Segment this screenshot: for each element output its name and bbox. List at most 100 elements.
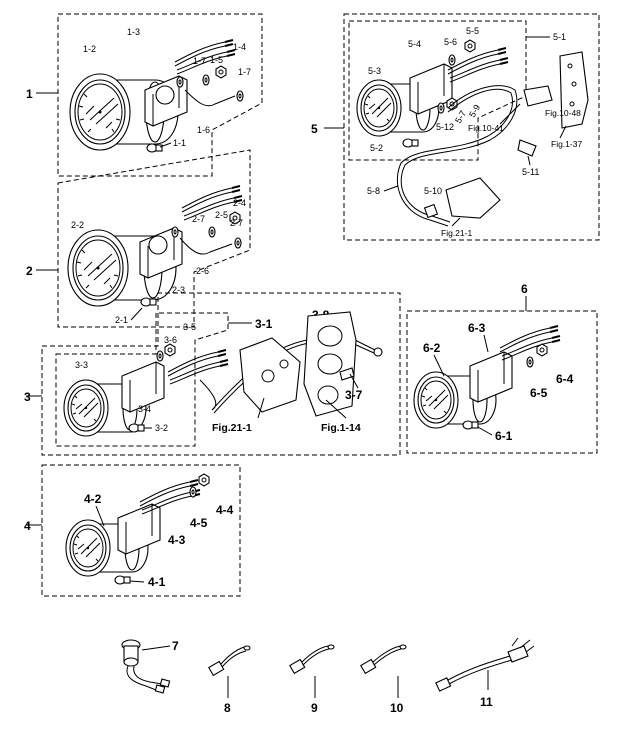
connector-part-9 — [289, 644, 335, 675]
lower-case-outline — [239, 337, 301, 413]
group-4-callout: 4 — [24, 519, 31, 533]
label-1-2: 1-2 — [83, 44, 96, 54]
harness-part-11 — [435, 637, 535, 692]
bulb-4-1 — [114, 575, 131, 585]
label-3-6: 3-6 — [164, 335, 177, 345]
nut-5-5 — [464, 39, 476, 53]
label-10: 10 — [390, 701, 404, 715]
bulb-3-2 — [128, 423, 145, 433]
label-9: 9 — [311, 701, 318, 715]
label-7: 7 — [172, 639, 179, 653]
label-5-7: 5-7 — [453, 109, 468, 125]
bulb-1-1 — [146, 143, 163, 153]
label-1-3: 1-3 — [127, 27, 140, 37]
label-6-2: 6-2 — [423, 341, 441, 355]
switch-part-7 — [121, 639, 171, 694]
label-3-7: 3-7 — [345, 388, 363, 402]
label-4-5: 4-5 — [190, 516, 208, 530]
label-11: 11 — [480, 695, 493, 709]
label-2-7a: 2-7 — [192, 214, 205, 224]
washer-1-7a — [176, 76, 184, 88]
label-3-1: 3-1 — [255, 317, 273, 331]
group-1-callout: 1 — [26, 87, 33, 101]
washer-2-7a — [171, 226, 179, 238]
connector-part-10 — [360, 644, 407, 675]
label-3-4: 3-4 — [138, 404, 151, 414]
label-1-1: 1-1 — [173, 138, 186, 148]
label-4-2: 4-2 — [84, 492, 102, 506]
ref-fig-21-1-b: Fig.21-1 — [441, 228, 472, 238]
label-5-5: 5-5 — [466, 26, 479, 36]
label-5-4: 5-4 — [408, 39, 421, 49]
bulb-5-2 — [402, 138, 419, 148]
group-3-outline — [41, 292, 401, 456]
label-2-1: 2-1 — [115, 315, 128, 325]
ref-fig-10-48: Fig.10-48 — [545, 108, 581, 118]
nut-1-4 — [215, 65, 227, 79]
label-1-7b: 1-7 — [238, 67, 251, 77]
washer-1-5 — [202, 74, 210, 86]
washer-2-7b — [234, 237, 242, 249]
label-2-3: 2-3 — [172, 285, 185, 295]
label-1-7a: 1-7 — [193, 56, 206, 66]
connector-part-8 — [208, 645, 251, 677]
label-2-6: 2-6 — [196, 266, 209, 276]
label-2-4: 2-4 — [233, 198, 246, 208]
label-6-3: 6-3 — [468, 321, 486, 335]
label-2-5: 2-5 — [215, 210, 228, 220]
label-5-2: 5-2 — [370, 143, 383, 153]
group-6-callout: 6 — [521, 282, 528, 296]
label-8: 8 — [224, 701, 231, 715]
ref-fig-21-1-a: Fig.21-1 — [212, 422, 252, 434]
bulb-2-1 — [140, 297, 157, 307]
label-4-4: 4-4 — [216, 503, 234, 517]
label-6-1: 6-1 — [495, 429, 513, 443]
group-5-inner-outline — [348, 20, 527, 161]
group-5-outline — [343, 13, 600, 241]
washer-2-5 — [208, 226, 216, 238]
group-5-callout: 5 — [311, 122, 318, 136]
ref-fig-1-37: Fig.1-37 — [551, 139, 582, 149]
label-2-7b: 2-7 — [230, 218, 243, 228]
label-1-5: 1-5 — [210, 55, 223, 65]
ref-fig-10-41: Fig.10-41 — [468, 123, 504, 133]
group-2-outline — [57, 149, 251, 328]
group-6-outline — [406, 310, 598, 454]
label-5-10: 5-10 — [424, 186, 442, 196]
group-3-callout: 3 — [24, 390, 31, 404]
label-6-4: 6-4 — [556, 372, 574, 386]
label-5-3: 5-3 — [368, 66, 381, 76]
washer-3-6 — [156, 350, 164, 362]
label-1-4: 1-4 — [233, 42, 246, 52]
tachometer-gauge-2 — [67, 185, 243, 307]
label-5-1: 5-1 — [553, 32, 566, 42]
label-6-5: 6-5 — [530, 386, 548, 400]
label-5-9: 5-9 — [467, 103, 482, 119]
label-3-2: 3-2 — [155, 423, 168, 433]
label-3-3: 3-3 — [75, 360, 88, 370]
group-4-outline — [41, 464, 241, 597]
group-1-outline — [57, 13, 263, 177]
bracket-plate-outline — [303, 311, 357, 417]
label-5-8: 5-8 — [367, 186, 380, 196]
washer-5-12 — [437, 102, 445, 114]
nut-4-4 — [198, 473, 210, 487]
nut-3-5 — [164, 343, 176, 357]
ref-fig-1-14: Fig.1-14 — [321, 422, 361, 434]
hose-5-8 — [400, 85, 518, 223]
tachometer-gauge-1 — [69, 39, 236, 151]
washer-4-5 — [189, 486, 197, 498]
washer-1-7b — [236, 90, 244, 102]
washer-5-6 — [448, 54, 456, 66]
label-4-1: 4-1 — [148, 575, 166, 589]
label-3-5: 3-5 — [183, 322, 196, 332]
washer-6-5 — [526, 356, 534, 368]
exhaust-plate-outline — [559, 51, 589, 129]
label-5-6: 5-6 — [444, 37, 457, 47]
nut-6-4 — [536, 343, 548, 357]
pressure-sensor-5 — [523, 85, 553, 107]
label-2-2: 2-2 — [71, 220, 84, 230]
label-1-6: 1-6 — [197, 125, 210, 135]
speedometer-gauge-3 — [63, 349, 229, 437]
